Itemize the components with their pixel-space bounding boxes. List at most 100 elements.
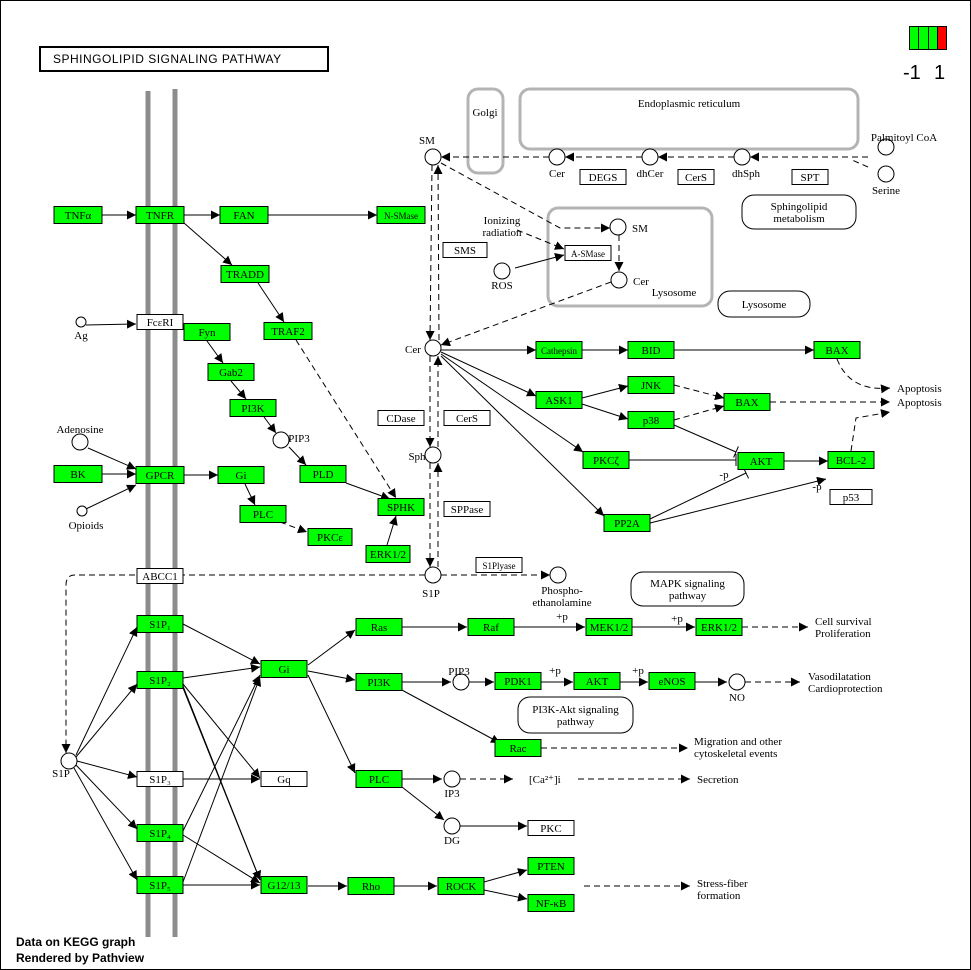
gene-bk[interactable]: BK bbox=[53, 465, 103, 483]
gene-enos[interactable]: eNOS bbox=[648, 672, 696, 690]
gene-p38[interactable]: p38 bbox=[627, 411, 675, 429]
gene-gpcr[interactable]: GPCR bbox=[135, 466, 185, 484]
compound-circle bbox=[75, 316, 87, 328]
gene-traf2[interactable]: TRAF2 bbox=[263, 322, 313, 340]
compound-adenosine[interactable]: Adenosine bbox=[56, 424, 104, 451]
gene-raf[interactable]: Raf bbox=[467, 618, 515, 636]
compound-pip3-a[interactable]: PIP3 bbox=[272, 431, 310, 449]
gene-ask1[interactable]: ASK1 bbox=[535, 391, 583, 409]
gene-pten[interactable]: PTEN bbox=[527, 857, 575, 875]
gene-bax-a[interactable]: BAX bbox=[813, 341, 861, 359]
gene-asmase[interactable]: A-SMase bbox=[564, 245, 612, 261]
gene-fan[interactable]: FAN bbox=[219, 206, 269, 224]
compound-s1p-main[interactable]: S1P bbox=[422, 566, 442, 600]
gene-fceri[interactable]: FcεRI bbox=[136, 314, 184, 330]
gene-s1p4[interactable]: S1P₄ bbox=[136, 824, 184, 842]
compound-ros[interactable]: ROS bbox=[491, 262, 513, 292]
gene-p53[interactable]: p53 bbox=[829, 489, 873, 505]
gene-jnk[interactable]: JNK bbox=[627, 376, 675, 394]
gene-pkc[interactable]: PKC bbox=[527, 820, 575, 836]
gene-nfkb[interactable]: NF-κB bbox=[527, 894, 575, 912]
compound-palmitoyl-coa[interactable]: Palmitoyl CoA bbox=[871, 132, 937, 156]
compound-ip3[interactable]: IP3 bbox=[443, 770, 461, 800]
gene-nsmase[interactable]: N-SMase bbox=[376, 206, 426, 224]
mapk-pathway-map-link[interactable] bbox=[630, 571, 745, 607]
gene-sphk[interactable]: SPHK bbox=[377, 498, 425, 516]
gene-sms[interactable]: SMS bbox=[442, 242, 488, 258]
sphingolipid-metabolism-map-link[interactable] bbox=[741, 194, 857, 230]
lysosome-map-map-link[interactable] bbox=[717, 290, 811, 318]
compound-dhsph[interactable]: dhSph bbox=[732, 148, 761, 180]
compound-cer-main[interactable]: Cer bbox=[405, 339, 442, 357]
gene-abcc1[interactable]: ABCC1 bbox=[136, 568, 184, 584]
gene-pkce[interactable]: PKCε bbox=[307, 528, 353, 546]
gene-erk12-b[interactable]: ERK1/2 bbox=[695, 618, 743, 636]
compound-opioids[interactable]: Opioids bbox=[69, 505, 104, 532]
gene-label: PKCζ bbox=[593, 455, 619, 467]
compound-sm-lys[interactable]: SM bbox=[609, 218, 648, 236]
compound-phospho-ethanolamine[interactable]: Phospho-ethanolamine bbox=[532, 566, 592, 609]
compound-cer-lys[interactable]: Cer bbox=[610, 271, 649, 289]
gene-degs[interactable]: DEGS bbox=[579, 169, 627, 185]
compound-dg[interactable]: DG bbox=[443, 817, 461, 847]
gene-cdase[interactable]: CDase bbox=[377, 410, 425, 426]
compound-sph[interactable]: Sph bbox=[408, 446, 442, 464]
gene-akt-b[interactable]: AKT bbox=[573, 672, 621, 690]
gene-s1p2[interactable]: S1P₂ bbox=[136, 671, 184, 689]
edge bbox=[581, 403, 629, 421]
gene-pi3k-b[interactable]: PI3K bbox=[355, 673, 403, 691]
gene-pld[interactable]: PLD bbox=[299, 465, 347, 483]
compound-s1p-ext[interactable]: S1P bbox=[52, 752, 78, 780]
gene-plc-a[interactable]: PLC bbox=[239, 505, 287, 523]
gene-g1213[interactable]: G12/13 bbox=[260, 876, 308, 894]
edge bbox=[263, 416, 277, 434]
gene-ras[interactable]: Ras bbox=[355, 618, 403, 636]
gene-tnfr[interactable]: TNFR bbox=[135, 206, 185, 224]
compound-sm-top[interactable]: SM bbox=[419, 135, 442, 166]
compound-dhcer[interactable]: dhCer bbox=[637, 148, 664, 180]
edge bbox=[182, 674, 261, 832]
pi3k-akt-pathway-map-link[interactable] bbox=[517, 696, 634, 734]
gene-label: SPPase bbox=[451, 504, 484, 516]
gene-pi3k-a[interactable]: PI3K bbox=[229, 399, 277, 417]
gene-bid[interactable]: BID bbox=[627, 341, 675, 359]
gene-gi-a[interactable]: Gi bbox=[217, 466, 265, 484]
gene-s1p5[interactable]: S1P₅ bbox=[136, 876, 184, 894]
gene-s1plyase[interactable]: S1Plyase bbox=[475, 557, 523, 573]
gene-mek12[interactable]: MEK1/2 bbox=[585, 618, 633, 636]
gene-spt[interactable]: SPT bbox=[791, 169, 829, 185]
gene-pkcz[interactable]: PKCζ bbox=[582, 451, 630, 469]
edge bbox=[345, 482, 391, 501]
gene-s1p1[interactable]: S1P₁ bbox=[136, 615, 184, 633]
gene-tnfa[interactable]: TNFα bbox=[53, 206, 103, 224]
compound-serine[interactable]: Serine bbox=[872, 165, 900, 197]
gene-cers-b[interactable]: CerS bbox=[443, 410, 491, 426]
edge bbox=[850, 409, 891, 452]
compound-no[interactable]: NO bbox=[728, 673, 746, 704]
gene-gab2[interactable]: Gab2 bbox=[207, 363, 255, 381]
gene-cers-a[interactable]: CerS bbox=[677, 169, 715, 185]
gene-s1p3[interactable]: S1P₃ bbox=[136, 771, 184, 787]
gene-pp2a[interactable]: PP2A bbox=[603, 514, 651, 532]
gene-gi-b[interactable]: Gi bbox=[260, 660, 308, 678]
gene-rock[interactable]: ROCK bbox=[437, 877, 485, 895]
text-vasodilatation: Vasodilatation bbox=[808, 671, 871, 683]
gene-tradd[interactable]: TRADD bbox=[220, 265, 270, 283]
compound-label: SM bbox=[632, 223, 648, 235]
compound-pip3-b[interactable]: PIP3 bbox=[448, 666, 470, 691]
gene-erk12-a[interactable]: ERK1/2 bbox=[365, 545, 411, 563]
gene-plc-b[interactable]: PLC bbox=[355, 770, 403, 788]
gene-cathepsin[interactable]: Cathepsin bbox=[535, 341, 583, 359]
gene-gq[interactable]: Gq bbox=[260, 771, 308, 787]
gene-rac[interactable]: Rac bbox=[494, 739, 542, 757]
gene-akt-a[interactable]: AKT bbox=[737, 452, 785, 470]
gene-bax-b[interactable]: BAX bbox=[723, 393, 771, 411]
gene-pdk1[interactable]: PDK1 bbox=[494, 672, 542, 690]
gene-bcl2[interactable]: BCL-2 bbox=[827, 451, 875, 469]
gene-rho[interactable]: Rho bbox=[347, 877, 395, 895]
compound-cer-er[interactable]: Cer bbox=[548, 148, 566, 180]
gene-fyn[interactable]: Fyn bbox=[183, 323, 231, 341]
text-mod-p-2: -p bbox=[812, 481, 822, 493]
gene-sppase[interactable]: SPPase bbox=[443, 501, 491, 517]
compound-ag[interactable]: Ag bbox=[74, 316, 88, 342]
